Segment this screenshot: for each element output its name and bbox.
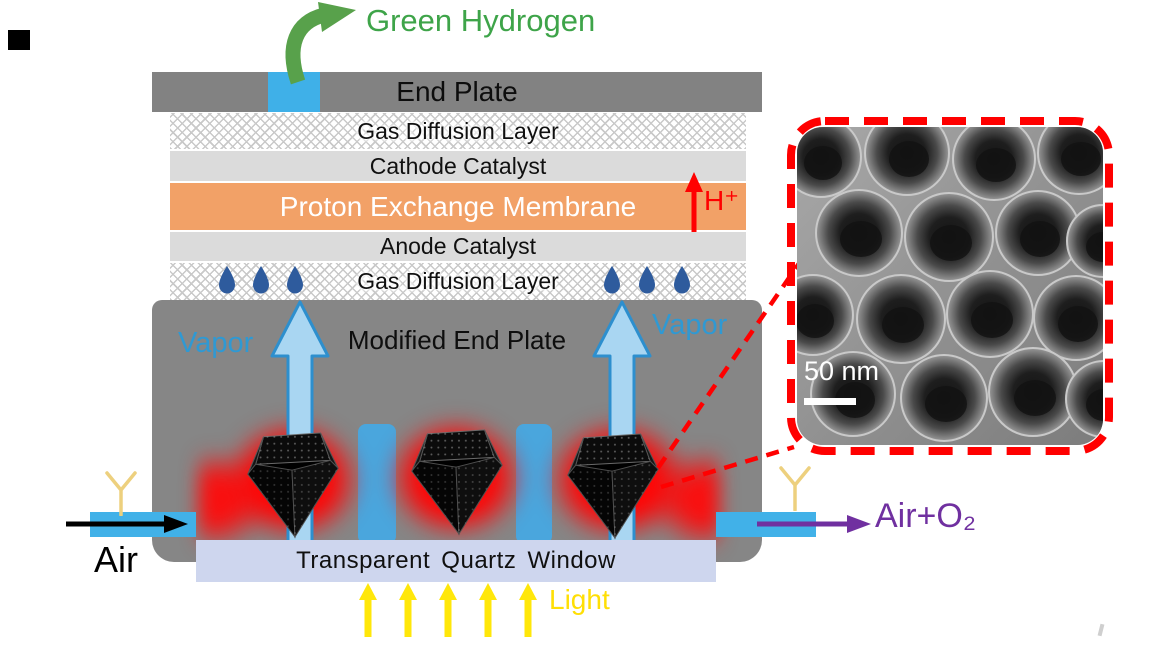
vapor-label-left: Vapor <box>178 327 254 359</box>
green-hydrogen-label: Green Hydrogen <box>366 3 596 38</box>
gdl-top-label: Gas Diffusion Layer <box>357 117 559 144</box>
quartz-window: Transparent Quartz Window <box>196 540 716 582</box>
stray-mark <box>1097 623 1105 637</box>
water-droplet-icon <box>283 265 307 296</box>
green-arrow-icon <box>285 2 356 85</box>
sem-image <box>797 127 1103 445</box>
air-outlet-label: Air+O₂ <box>875 497 977 535</box>
cathode-catalyst-layer: Cathode Catalyst <box>170 151 746 181</box>
scale-bar <box>804 398 856 405</box>
quartz-window-label: Transparent Quartz Window <box>296 547 616 574</box>
end-plate-label: End Plate <box>396 76 518 107</box>
corner-mark <box>8 30 30 50</box>
nanocatalyst-particle <box>402 417 510 539</box>
cathode-catalyst-label: Cathode Catalyst <box>369 152 547 179</box>
sem-pore-texture <box>797 127 1103 445</box>
light-label: Light <box>549 584 610 615</box>
end-plate: End Plate <box>152 72 762 112</box>
inset-dashed-border <box>787 117 1113 455</box>
pem-label: Proton Exchange Membrane <box>279 190 637 222</box>
gas-diffusion-layer-top: Gas Diffusion Layer <box>170 113 746 149</box>
modified-end-plate-label: Modified End Plate <box>347 325 567 355</box>
proton-label: H⁺ <box>704 185 739 216</box>
anode-catalyst-layer: Anode Catalyst <box>170 232 746 261</box>
nanocatalyst-particle <box>558 421 666 543</box>
air-inlet-label: Air <box>94 539 138 580</box>
anode-catalyst-label: Anode Catalyst <box>380 233 536 259</box>
nanocatalyst-particle <box>238 420 346 542</box>
oxygen-flow-arrow-icon <box>757 515 871 533</box>
antenna-icon <box>779 466 811 511</box>
antenna-icon <box>105 471 137 516</box>
water-droplet-icon <box>249 265 273 296</box>
water-droplet-icon <box>215 265 239 296</box>
water-droplet-icon <box>670 265 694 296</box>
air-flow-arrow-icon <box>66 515 188 533</box>
proton-exchange-membrane-layer: Proton Exchange Membrane <box>170 183 746 230</box>
light-arrow-icon <box>359 583 537 637</box>
gdl-bottom-label: Gas Diffusion Layer <box>357 268 559 294</box>
sem-inset: 50 nm <box>786 116 1114 456</box>
water-droplet-icon <box>600 265 624 296</box>
scale-bar-label: 50 nm <box>804 356 880 386</box>
vapor-label-right: Vapor <box>652 309 728 341</box>
water-droplet-icon <box>635 265 659 296</box>
